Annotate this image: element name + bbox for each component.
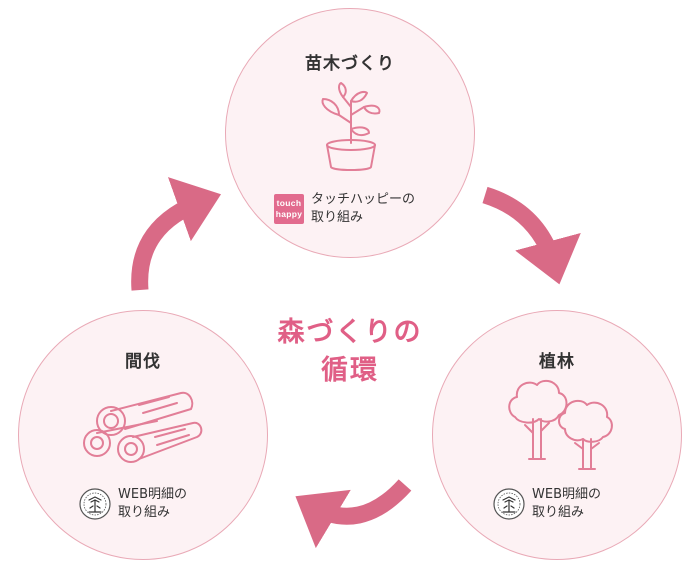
arrow-seedling-to-planting <box>482 186 581 285</box>
initiative-web-meisai: WEB明細の 取り組み <box>79 486 187 522</box>
initiative-touch-happy: touch happy タッチハッピーの 取り組み <box>274 191 415 227</box>
stage-planting-circle: 植林 WEB明細の 取り組み <box>432 310 682 560</box>
stage-title: 間伐 <box>125 352 161 372</box>
initiative-label: WEB明細の 取り組み <box>118 487 187 520</box>
logs-icon <box>83 391 203 463</box>
center-title-line1: 森づくりの <box>277 317 423 348</box>
trees-icon <box>508 379 613 470</box>
center-title-line2: 循環 <box>321 355 379 386</box>
stage-title: 苗木づくり <box>305 54 395 74</box>
stage-thinning-circle: 間伐 <box>18 310 268 560</box>
initiative-label: WEB明細の 取り組み <box>532 487 601 520</box>
initiative-label: タッチハッピーの 取り組み <box>311 192 416 225</box>
potted-sapling-icon <box>321 82 381 171</box>
web-meisai-seal-icon <box>493 488 525 520</box>
touch-happy-logo: touch happy <box>274 194 304 224</box>
stage-seedling-circle: 苗木づくり touch happy <box>225 8 475 258</box>
cycle-center-title: 森づくりの 循環 <box>240 314 460 390</box>
arrow-planting-to-thinning <box>295 479 412 549</box>
web-meisai-seal-icon <box>79 488 111 520</box>
arrow-thinning-to-seedling <box>131 177 222 291</box>
initiative-web-meisai: WEB明細の 取り組み <box>493 486 601 522</box>
stage-title: 植林 <box>539 352 575 372</box>
